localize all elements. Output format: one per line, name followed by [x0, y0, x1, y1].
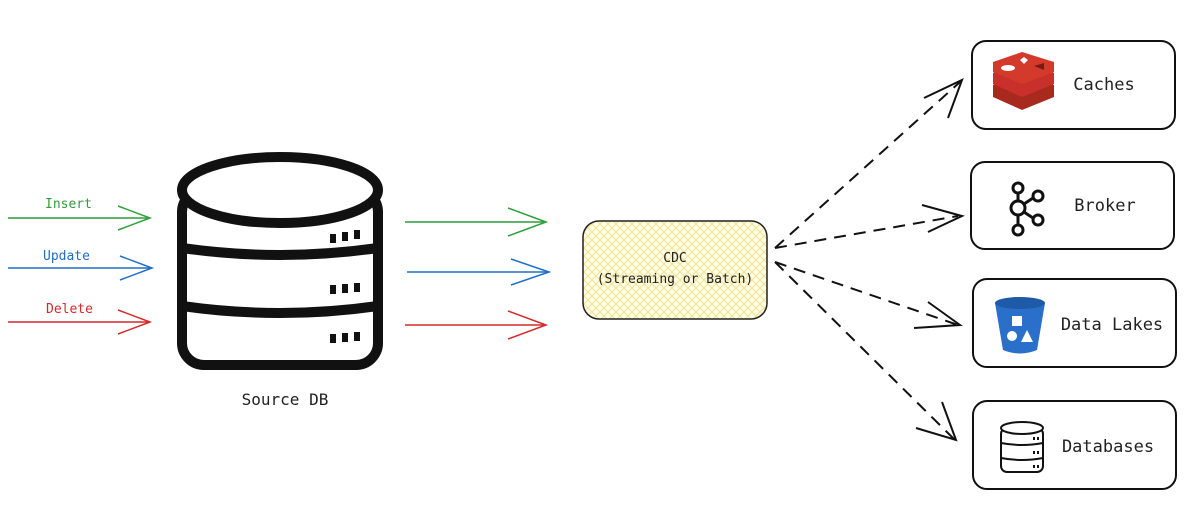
broker-label: Broker: [1074, 196, 1135, 216]
redis-icon: [993, 52, 1054, 110]
to-datalakes-arrow: [774, 261, 959, 326]
datalakes-label: Data Lakes: [1061, 315, 1163, 335]
delete-flow-arrow: [405, 310, 549, 340]
insert-label: Insert: [45, 197, 92, 212]
to-broker-arrow: [774, 215, 959, 249]
update-arrow: [8, 255, 155, 281]
source-db-label: Source DB: [242, 390, 329, 409]
broker-box: [970, 161, 1175, 250]
to-caches-arrow: [774, 81, 961, 249]
insert-arrow: [8, 205, 153, 231]
databases-arrowhead: [915, 401, 958, 442]
update-label: Update: [43, 249, 90, 264]
database-icon: [1000, 421, 1044, 473]
broker-arrowhead: [921, 204, 965, 233]
insert-flow-arrow: [405, 207, 549, 237]
caches-arrowhead: [923, 78, 964, 119]
caches-label: Caches: [1073, 75, 1134, 95]
bucket-icon: [995, 297, 1045, 354]
delete-label: Delete: [46, 302, 93, 317]
cdc-box: [582, 220, 768, 320]
delete-arrow: [8, 309, 153, 335]
to-databases-arrow: [774, 261, 956, 441]
cdc-subtitle: (Streaming or Batch): [597, 272, 754, 287]
databases-label: Databases: [1062, 437, 1154, 457]
database-icon: [177, 152, 383, 370]
datalakes-arrowhead: [913, 301, 963, 329]
cdc-title: CDC: [663, 251, 686, 266]
update-flow-arrow: [407, 258, 552, 286]
kafka-icon: [1009, 181, 1045, 237]
